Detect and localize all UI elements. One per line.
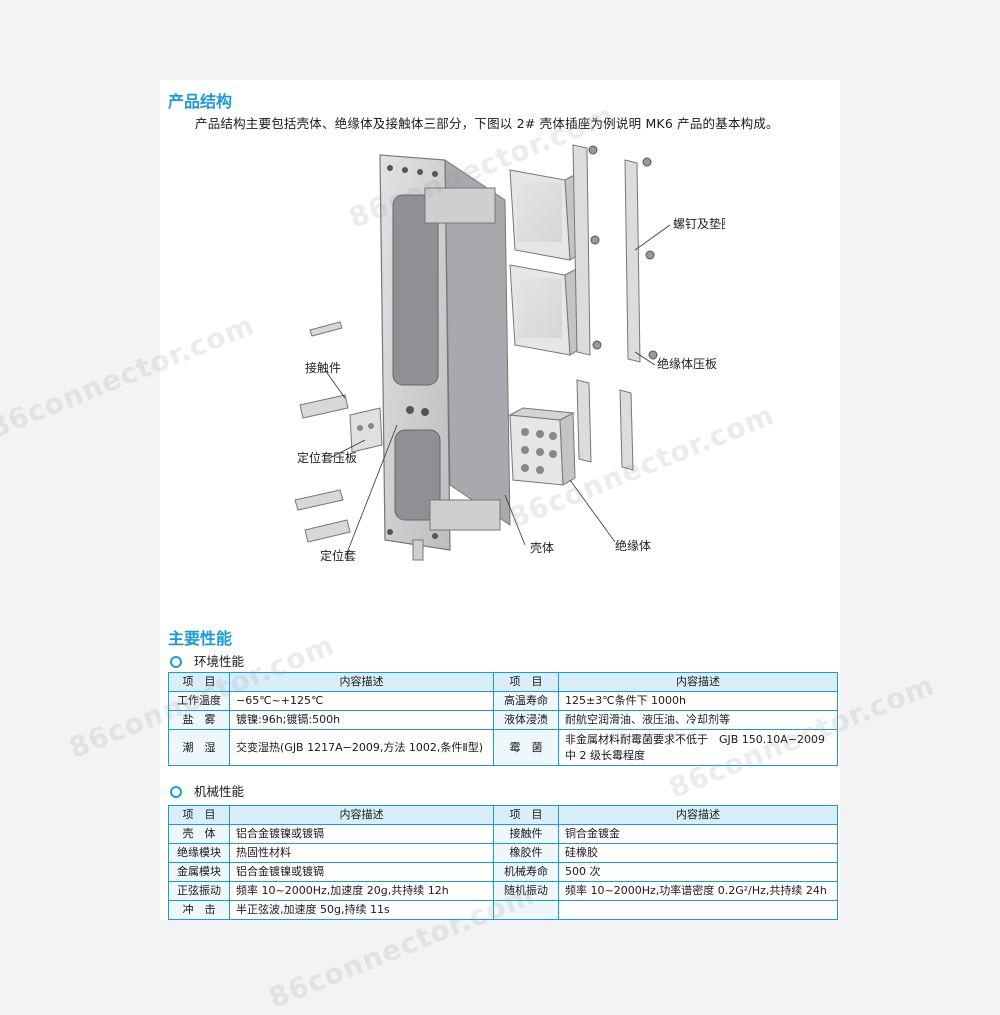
label-sleeve-plate: 定位套压板 [297, 450, 357, 465]
table-row: 正弦振动 频率 10~2000Hz,加速度 20g,共持续 12h 随机振动 频… [168, 881, 838, 901]
plate-upper-right [624, 159, 641, 363]
table-header-row: 项 目 内容描述 项 目 内容描述 [168, 805, 838, 825]
table-cell: 热固性材料 [229, 843, 494, 863]
table-cell: 工作温度 [168, 691, 230, 711]
plate-lower-right [619, 389, 634, 471]
table-cell: 正弦振动 [168, 881, 230, 901]
table-cell: −65℃~+125℃ [229, 691, 494, 711]
subtitle-environment: 环境性能 [170, 651, 244, 670]
header-cell: 项 目 [168, 805, 230, 825]
table-cell: 半正弦波,加速度 50g,持续 11s [229, 900, 494, 920]
header-cell: 内容描述 [558, 805, 838, 825]
table-cell: 非金属材料耐霉菌要求不低于 GJB 150.10A−2009 中 2 级长霉程度 [558, 729, 838, 766]
ring-bullet-icon [170, 785, 182, 798]
environment-table: 项 目 内容描述 项 目 内容描述 工作温度 −65℃~+125℃ 高温寿命 1… [168, 672, 838, 766]
table-cell: 铝合金镀镍或镀镉 [229, 824, 494, 844]
table-cell: 随机振动 [493, 881, 559, 901]
screws-upper [588, 145, 658, 360]
label-insulator-plate: 绝缘体压板 [657, 356, 717, 371]
table-cell: 镀镍:96h;镀镉:500h [229, 710, 494, 730]
insulator-lower-holes [521, 428, 557, 474]
table-cell: 霉 菌 [493, 729, 559, 766]
table-row: 绝缘模块 热固性材料 橡胶件 硅橡胶 [168, 843, 838, 863]
table-cell [558, 900, 838, 920]
header-cell: 项 目 [493, 672, 559, 692]
header-cell: 内容描述 [229, 672, 494, 692]
shell-holes [387, 165, 438, 539]
table-row: 工作温度 −65℃~+125℃ 高温寿命 125±3℃条件下 1000h [168, 691, 838, 711]
table-cell: 125±3℃条件下 1000h [558, 691, 838, 711]
shell-key [412, 539, 424, 561]
shell-flange-top [424, 187, 496, 224]
label-contact: 接触件 [305, 360, 341, 375]
subtitle-mechanical-text: 机械性能 [194, 784, 245, 799]
header-cell: 内容描述 [558, 672, 838, 692]
shell-window-upper [392, 194, 439, 386]
section-title-structure: 产品结构 [168, 92, 233, 111]
table-cell: 频率 10~2000Hz,功率谱密度 0.2G²/Hz,共持续 24h [558, 881, 838, 901]
contacts [294, 321, 351, 543]
table-cell: 机械寿命 [493, 862, 559, 882]
section-title-performance: 主要性能 [168, 629, 233, 648]
table-cell: 橡胶件 [493, 843, 559, 863]
sleeve-plate [349, 407, 383, 453]
table-cell: 盐 雾 [168, 710, 230, 730]
shell-flange-bottom [429, 499, 501, 531]
table-cell: 冲 击 [168, 900, 230, 920]
intro-paragraph: 产品结构主要包括壳体、绝缘体及接触体三部分，下图以 2# 壳体插座为例说明 MK… [195, 116, 779, 131]
table-cell: 潮 湿 [168, 729, 230, 766]
insulator-lower [508, 407, 576, 486]
header-cell: 项 目 [493, 805, 559, 825]
subtitle-environment-text: 环境性能 [194, 654, 245, 669]
label-shell: 壳体 [530, 541, 554, 555]
table-cell: 液体浸渍 [493, 710, 559, 730]
header-cell: 项 目 [168, 672, 230, 692]
table-cell: 铜合金镀金 [558, 824, 838, 844]
table-cell: 铝合金镀镍或镀镉 [229, 862, 494, 882]
table-header-row: 项 目 内容描述 项 目 内容描述 [168, 672, 838, 692]
table-row: 盐 雾 镀镍:96h;镀镉:500h 液体浸渍 耐航空润滑油、液压油、冷却剂等 [168, 710, 838, 730]
ring-bullet-icon [170, 655, 182, 668]
table-row: 冲 击 半正弦波,加速度 50g,持续 11s [168, 900, 838, 920]
label-insulator: 绝缘体 [615, 538, 651, 553]
label-sleeve: 定位套 [320, 548, 356, 563]
table-cell: 绝缘模块 [168, 843, 230, 863]
table-cell: 接触件 [493, 824, 559, 844]
mechanical-table: 项 目 内容描述 项 目 内容描述 壳 体 铝合金镀镍或镀镉 接触件 铜合金镀金… [168, 805, 838, 920]
plate-lower-left [576, 379, 592, 463]
table-cell [493, 900, 559, 920]
table-cell: 耐航空润滑油、液压油、冷却剂等 [558, 710, 838, 730]
subtitle-mechanical: 机械性能 [170, 781, 244, 800]
table-cell: 金属模块 [168, 862, 230, 882]
table-cell: 500 次 [558, 862, 838, 882]
insulator-upper-pin-grid [517, 182, 562, 338]
shell-window-lower [394, 429, 441, 521]
header-cell: 内容描述 [229, 805, 494, 825]
exploded-diagram: 螺钉及垫圈 绝缘体压板 接触件 定位套压板 定位套 壳体 绝缘体 [294, 144, 725, 563]
table-cell: 频率 10~2000Hz,加速度 20g,共持续 12h [229, 881, 494, 901]
table-row: 潮 湿 交变湿热(GJB 1217A−2009,方法 1002,条件Ⅱ型) 霉 … [168, 729, 838, 766]
table-cell: 交变湿热(GJB 1217A−2009,方法 1002,条件Ⅱ型) [229, 729, 494, 766]
table-row: 金属模块 铝合金镀镍或镀镉 机械寿命 500 次 [168, 862, 838, 882]
table-cell: 硅橡胶 [558, 843, 838, 863]
table-row: 壳 体 铝合金镀镍或镀镉 接触件 铜合金镀金 [168, 824, 838, 844]
plate-upper-left [572, 144, 591, 356]
table-cell: 壳 体 [168, 824, 230, 844]
label-screw: 螺钉及垫圈 [673, 216, 725, 231]
table-cell: 高温寿命 [493, 691, 559, 711]
